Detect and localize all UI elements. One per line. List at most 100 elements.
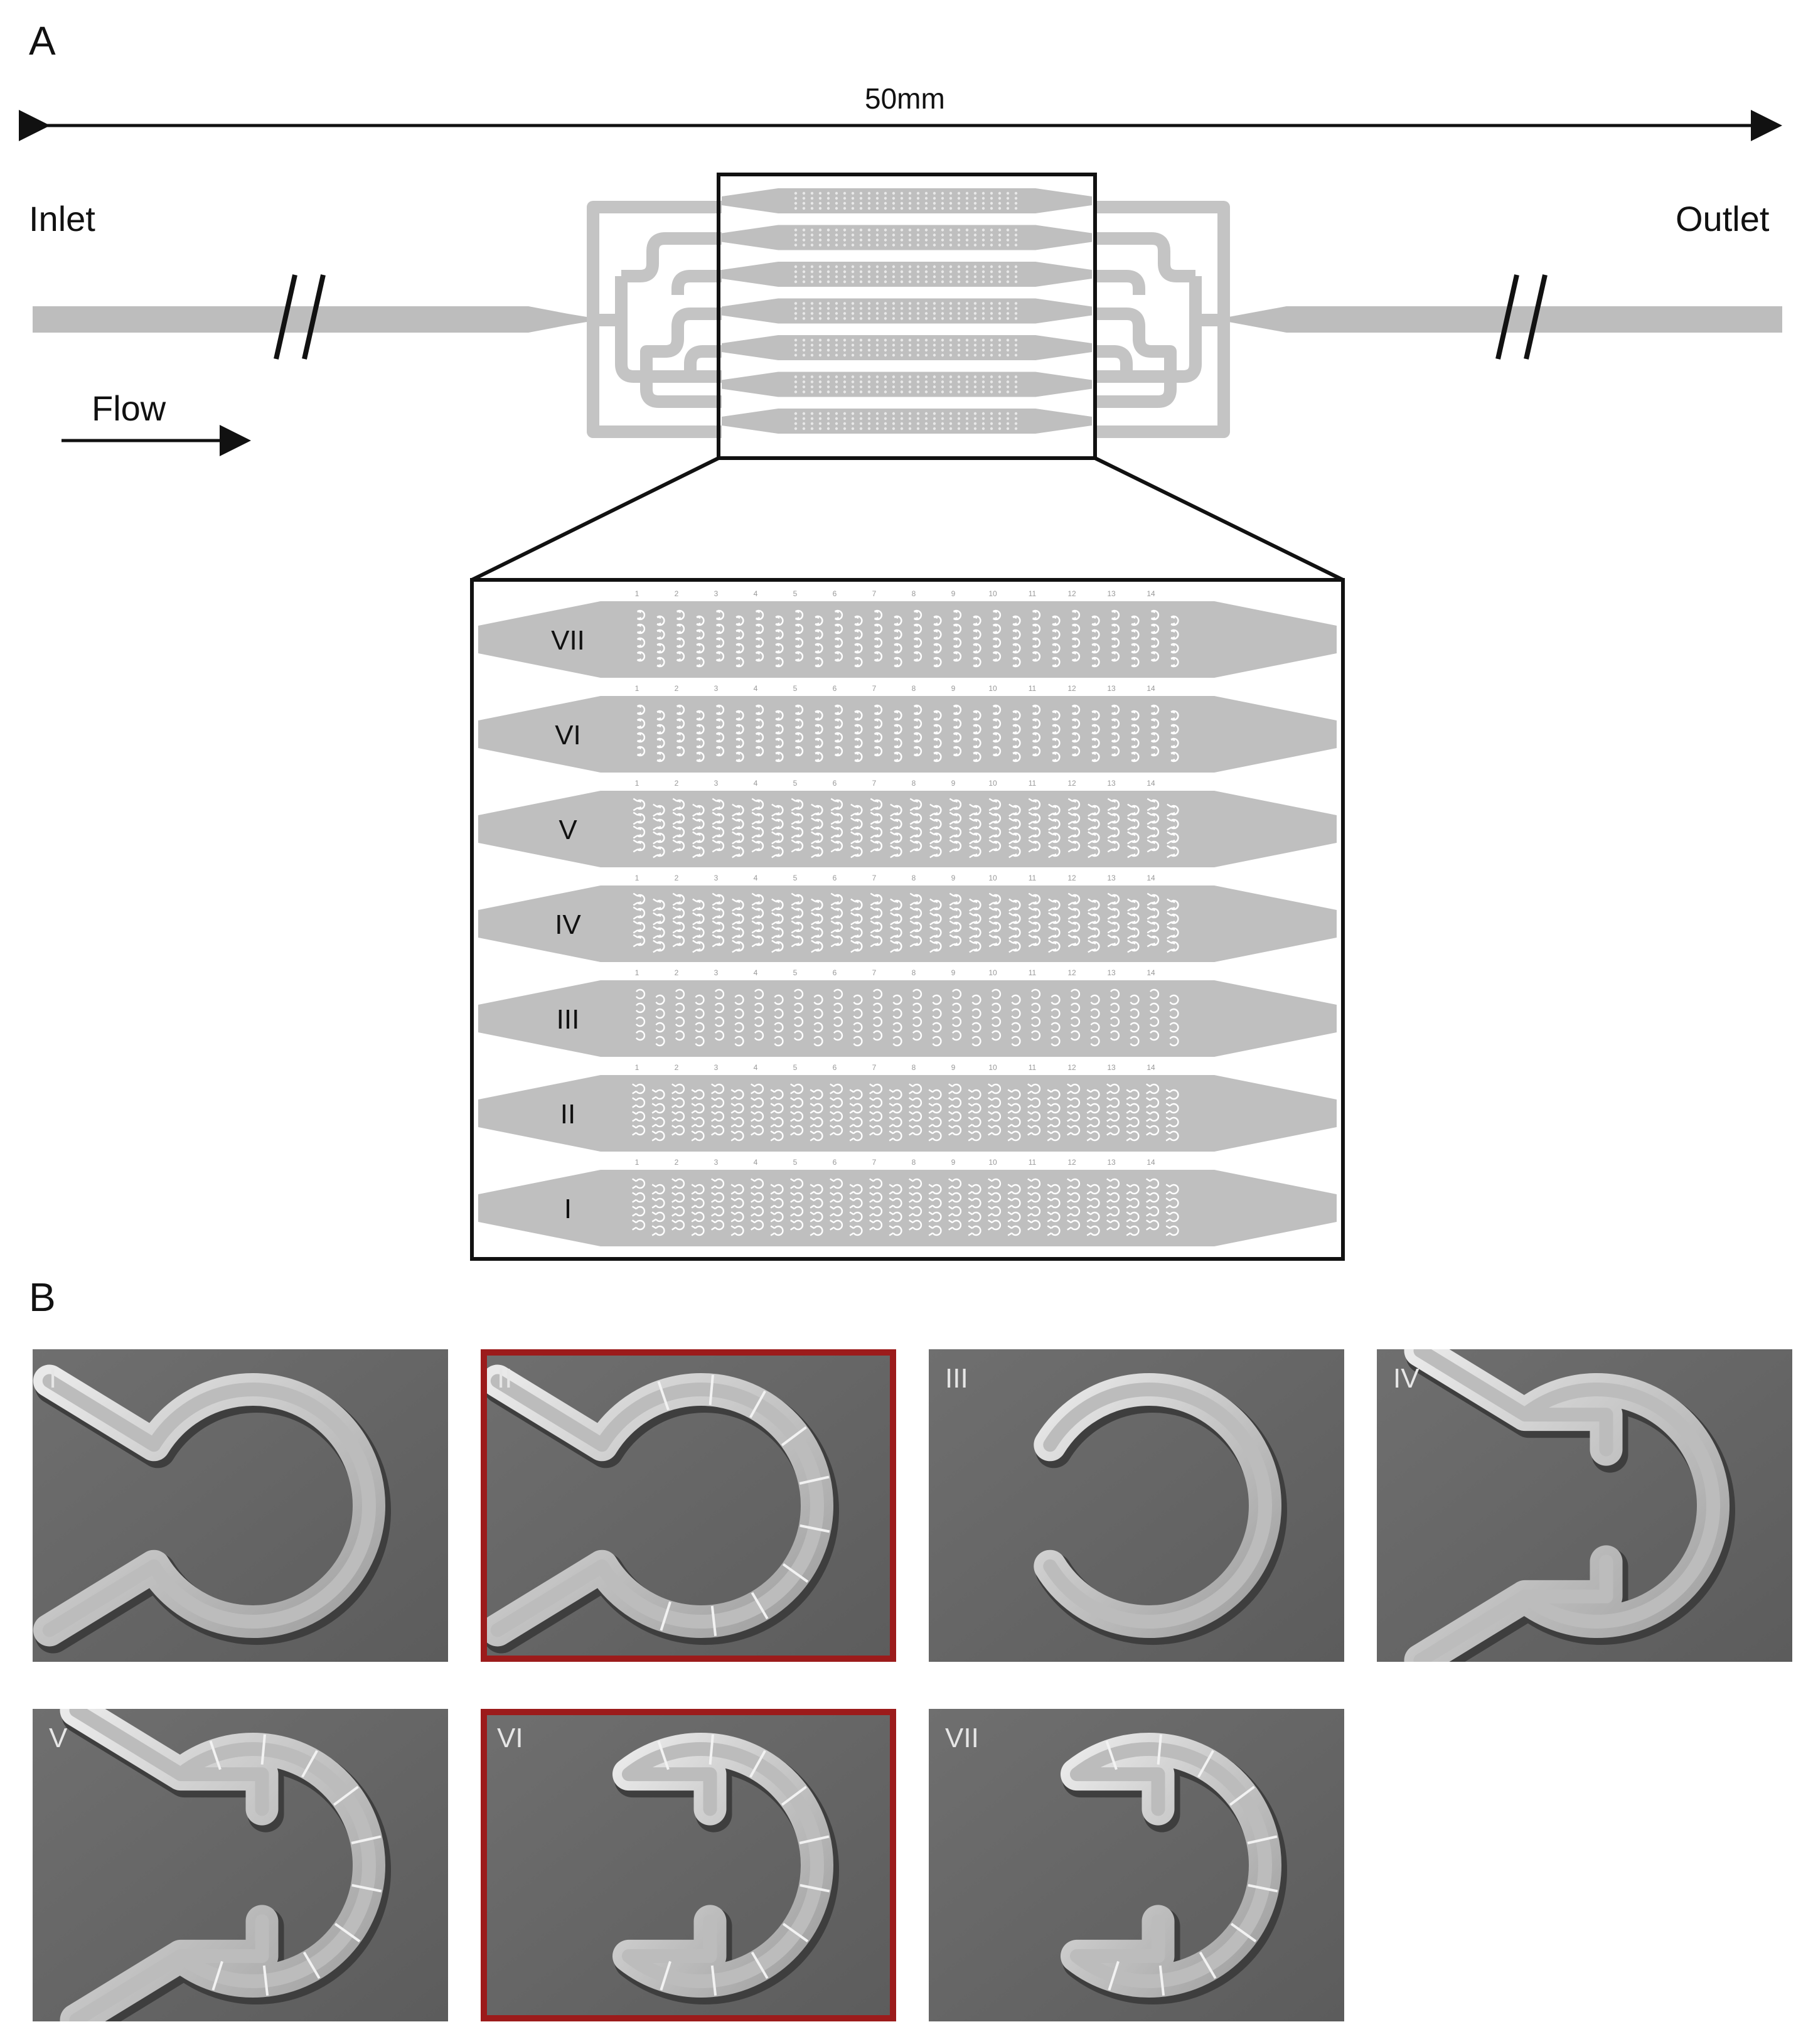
small-trap-dot <box>949 380 953 383</box>
trap-mark <box>834 609 843 621</box>
small-trap-dot <box>973 385 977 388</box>
small-trap-dot <box>933 270 936 274</box>
small-trap-dot <box>875 196 879 200</box>
channel-label: VI <box>555 720 581 751</box>
trap-mark <box>633 920 646 934</box>
small-trap-dot <box>843 353 847 357</box>
column-number: 5 <box>793 968 798 977</box>
column-number: 4 <box>754 684 758 693</box>
small-trap-dot <box>973 243 977 247</box>
column-number: 14 <box>1147 684 1155 693</box>
small-trap-dot <box>794 233 798 237</box>
trap-mark <box>653 912 665 926</box>
trap-mark <box>671 1083 685 1094</box>
zoom-source-box <box>717 173 1097 460</box>
small-trap-dot <box>957 280 961 284</box>
trap-mark <box>853 1022 863 1033</box>
small-trap-dot <box>965 422 969 425</box>
trap-mark <box>691 1211 705 1223</box>
small-trap-dot <box>802 243 806 247</box>
trap-mark <box>656 724 665 735</box>
trap-mark <box>1090 1022 1100 1033</box>
small-trap-dot <box>916 275 920 279</box>
small-trap-dot <box>990 380 993 383</box>
small-trap-dot <box>908 270 912 274</box>
small-trap-dot <box>973 375 977 378</box>
trap-mark <box>714 988 725 1000</box>
small-trap-dot <box>1014 307 1018 310</box>
small-trap-dot <box>998 390 1002 393</box>
column-number: 5 <box>793 1063 798 1072</box>
small-trap-dot <box>818 201 822 205</box>
small-trap-dot <box>802 317 806 320</box>
column-number: 1 <box>635 779 639 788</box>
trap-mark <box>790 1219 804 1231</box>
small-trap-dot <box>810 307 814 310</box>
small-trap-dot <box>998 275 1002 279</box>
sem-image: I <box>33 1349 448 1662</box>
column-number: 12 <box>1067 1158 1076 1167</box>
trap-mark <box>854 724 863 735</box>
small-trap-dot <box>1014 422 1018 425</box>
column-number: 10 <box>988 968 997 977</box>
small-trap-dot <box>916 412 920 415</box>
small-trap-dot <box>884 238 887 242</box>
small-trap-dot <box>908 353 912 357</box>
small-trap-dot <box>1006 275 1010 279</box>
trap-mark <box>850 926 863 939</box>
small-trap-dot <box>818 422 822 425</box>
small-trap-dot <box>998 265 1002 269</box>
small-trap-dot <box>794 427 798 431</box>
trap-mark <box>815 710 823 721</box>
trap-mark <box>1012 724 1021 735</box>
trap-mark <box>854 615 863 626</box>
trap-mark <box>1067 839 1081 853</box>
small-trap-dot <box>933 307 936 310</box>
small-trap-dot <box>843 338 847 342</box>
small-trap-dot <box>851 270 855 274</box>
small-trap-dot <box>924 228 928 232</box>
small-trap-dot <box>1014 270 1018 274</box>
small-trap-dot <box>1006 353 1010 357</box>
trap-structure <box>1404 1349 1736 1662</box>
small-trap-dot <box>810 302 814 305</box>
small-trap-dot <box>810 375 814 378</box>
trap-mark <box>1086 1211 1100 1223</box>
small-trap-dot <box>949 302 953 305</box>
small-trap-dot <box>900 390 904 393</box>
trap-mark <box>711 1111 725 1122</box>
trap-mark <box>793 1002 804 1014</box>
trap-mark <box>735 656 744 668</box>
small-trap-dot <box>867 191 871 195</box>
trap-mark <box>671 1206 685 1217</box>
trap-mark <box>870 920 883 934</box>
small-trap-dot <box>1014 427 1018 431</box>
trap-mark <box>953 732 962 743</box>
scale-label: 50mm <box>865 82 945 115</box>
small-trap-dot <box>981 238 985 242</box>
trap-mark <box>651 1116 665 1128</box>
small-trap-dot <box>949 228 953 232</box>
trap-mark <box>948 1125 962 1136</box>
trap-mark <box>696 643 705 654</box>
small-trap-dot <box>900 348 904 352</box>
trap-mark <box>1170 724 1179 735</box>
trap-mark <box>1051 1035 1061 1047</box>
trap-mark <box>774 1035 784 1047</box>
small-trap-dot <box>875 343 879 347</box>
trap-mark <box>755 718 764 729</box>
trap-mark <box>949 839 962 853</box>
right-distribution-network <box>1095 201 1230 438</box>
small-trap-dot <box>981 422 985 425</box>
trap-mark <box>815 643 823 654</box>
trap-mark <box>714 1030 725 1041</box>
small-trap-dot <box>981 317 985 320</box>
trap-mark <box>1052 710 1061 721</box>
trap-mark <box>1007 1211 1021 1223</box>
small-trap-dot <box>965 302 969 305</box>
trap-mark <box>869 1192 883 1203</box>
small-trap-dot <box>810 280 814 284</box>
trap-mark <box>968 1130 981 1142</box>
trap-mark <box>755 637 764 648</box>
